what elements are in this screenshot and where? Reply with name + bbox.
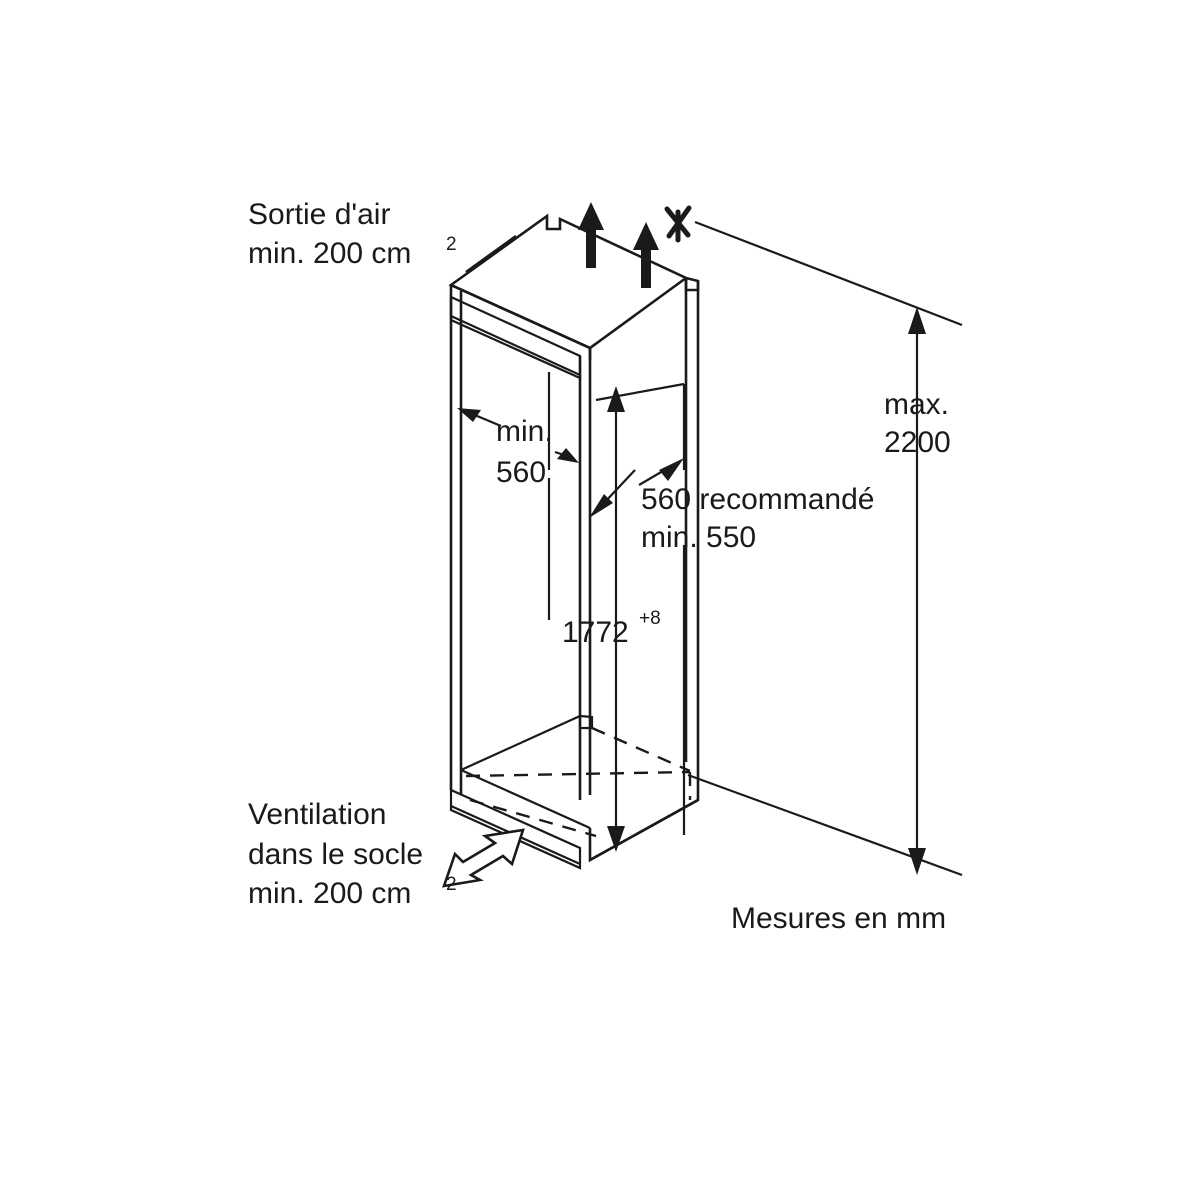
width-label-line1: min. <box>496 415 553 448</box>
air-outlet-arrows <box>578 202 659 288</box>
width-label-line2: 560 <box>496 456 546 489</box>
cabinet-bottom-floor-edge <box>460 768 591 830</box>
width-arrow-right-head <box>557 448 579 463</box>
air-outlet-label-line1: Sortie d'air <box>248 198 390 231</box>
max-height-dimension <box>687 220 963 877</box>
depth-leader-down-left-head <box>589 494 613 518</box>
air-outlet-label-superscript: 2 <box>446 234 457 255</box>
depth-vertical-guide-head <box>607 386 625 412</box>
plinth-ventilation-label-superscript: 2 <box>446 874 457 895</box>
depth-leader-down-left <box>603 469 636 504</box>
arrow-up-icon-left <box>578 202 604 268</box>
cabinet-top-panel <box>448 213 700 350</box>
max-height-arrow-down <box>908 848 926 875</box>
depth-label-line1: 560 recommandé <box>641 483 874 516</box>
cabinet-hidden-bottom-diagonal <box>465 770 691 778</box>
hollow-arrow-up-right-icon <box>442 828 525 888</box>
depth-dimension <box>589 382 686 852</box>
cabinet-bottom-right-face-lower <box>589 798 699 862</box>
cabinet-bottom-floor <box>460 714 594 772</box>
depth-label-line2: min. 550 <box>641 521 756 554</box>
x-marker-icon <box>664 205 692 243</box>
max-height-upper-extension <box>694 220 963 327</box>
units-note: Mesures en mm <box>731 902 946 935</box>
max-height-label-line1: max. <box>884 388 949 421</box>
air-outlet-leader <box>465 234 517 274</box>
height-niche-tolerance: +8 <box>639 608 661 629</box>
air-outlet-label-line2: min. 200 cm <box>248 237 411 270</box>
plinth-ventilation-label-line2: dans le socle <box>248 838 423 871</box>
plinth-ventilation-label-line1: Ventilation <box>248 798 386 831</box>
cabinet-hidden-bottom-rear-edge <box>469 798 597 838</box>
depth-ref-line-top <box>595 382 685 402</box>
cabinet-top-front-rail-inner <box>450 314 581 377</box>
height-niche-value: 1772 <box>562 616 629 649</box>
max-height-label-line2: 2200 <box>884 426 951 459</box>
max-height-arrow-up <box>908 307 926 334</box>
plinth-ventilation-label-line3: min. 200 cm <box>248 877 411 910</box>
depth-vertical-guide-head-bottom <box>607 826 625 852</box>
cabinet-hidden-bottom-back-left <box>591 726 691 773</box>
cabinet-carcass <box>448 213 700 870</box>
width-arrow-left-head <box>457 408 481 422</box>
cabinet-bottom-front-rail <box>449 788 582 870</box>
width-dimension <box>457 372 579 620</box>
cabinet-bottom-right-face <box>588 770 700 863</box>
depth-leader-up-right-head <box>659 458 684 481</box>
arrow-up-icon-right <box>633 222 659 288</box>
